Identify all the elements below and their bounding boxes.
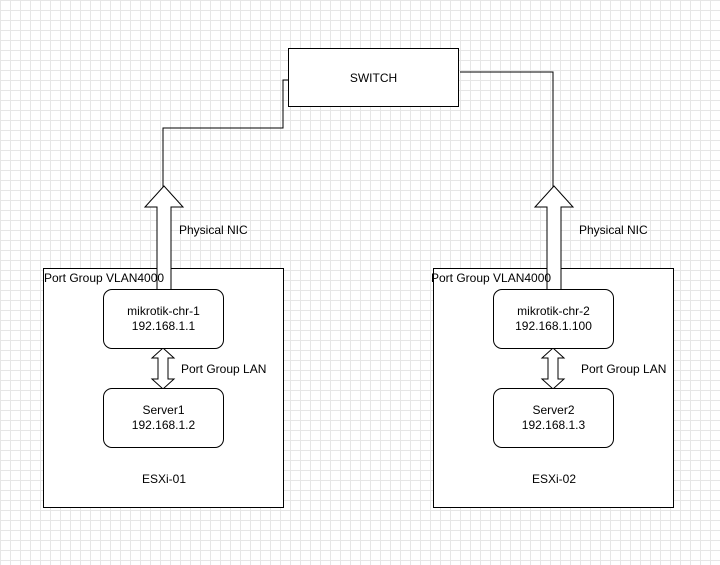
esxi-02-port-group-vlan-label: Port Group VLAN4000: [431, 271, 552, 285]
physical-nic-arrow-left: [143, 185, 185, 291]
server1-ip: 192.168.1.2: [131, 418, 196, 432]
esxi-01-label: ESXi-01: [142, 472, 187, 486]
mikrotik-chr-2-node: mikrotik-chr-2 192.168.1.100: [493, 289, 614, 349]
esxi-02-label: ESXi-02: [532, 472, 577, 486]
lan-double-arrow-left: [150, 347, 176, 390]
server1-node: Server1 192.168.1.2: [103, 388, 224, 448]
switch-label: SWITCH: [349, 70, 398, 85]
physical-nic-arrow-right: [533, 185, 575, 291]
server2-node: Server2 192.168.1.3: [493, 388, 614, 448]
esxi-01-port-group-vlan-label: Port Group VLAN4000: [44, 271, 165, 285]
esxi-02-physical-nic-label: Physical NIC: [579, 223, 648, 237]
esxi-01-physical-nic-label: Physical NIC: [179, 223, 248, 237]
lan-double-arrow-right: [540, 347, 566, 390]
server2-name: Server2: [532, 403, 575, 417]
esxi-01-port-group-lan-label: Port Group LAN: [181, 362, 267, 376]
uplink-line-right: [460, 71, 554, 187]
mikrotik-chr-2-name: mikrotik-chr-2: [517, 304, 590, 318]
server2-ip: 192.168.1.3: [521, 418, 586, 432]
server1-name: Server1: [142, 403, 185, 417]
mikrotik-chr-1-ip: 192.168.1.1: [131, 319, 196, 333]
uplink-line-left: [162, 79, 288, 187]
switch-node: SWITCH: [288, 48, 459, 107]
esxi-02-port-group-lan-label: Port Group LAN: [581, 362, 667, 376]
mikrotik-chr-2-ip: 192.168.1.100: [515, 319, 592, 333]
mikrotik-chr-1-node: mikrotik-chr-1 192.168.1.1: [103, 289, 224, 349]
mikrotik-chr-1-name: mikrotik-chr-1: [127, 304, 200, 318]
